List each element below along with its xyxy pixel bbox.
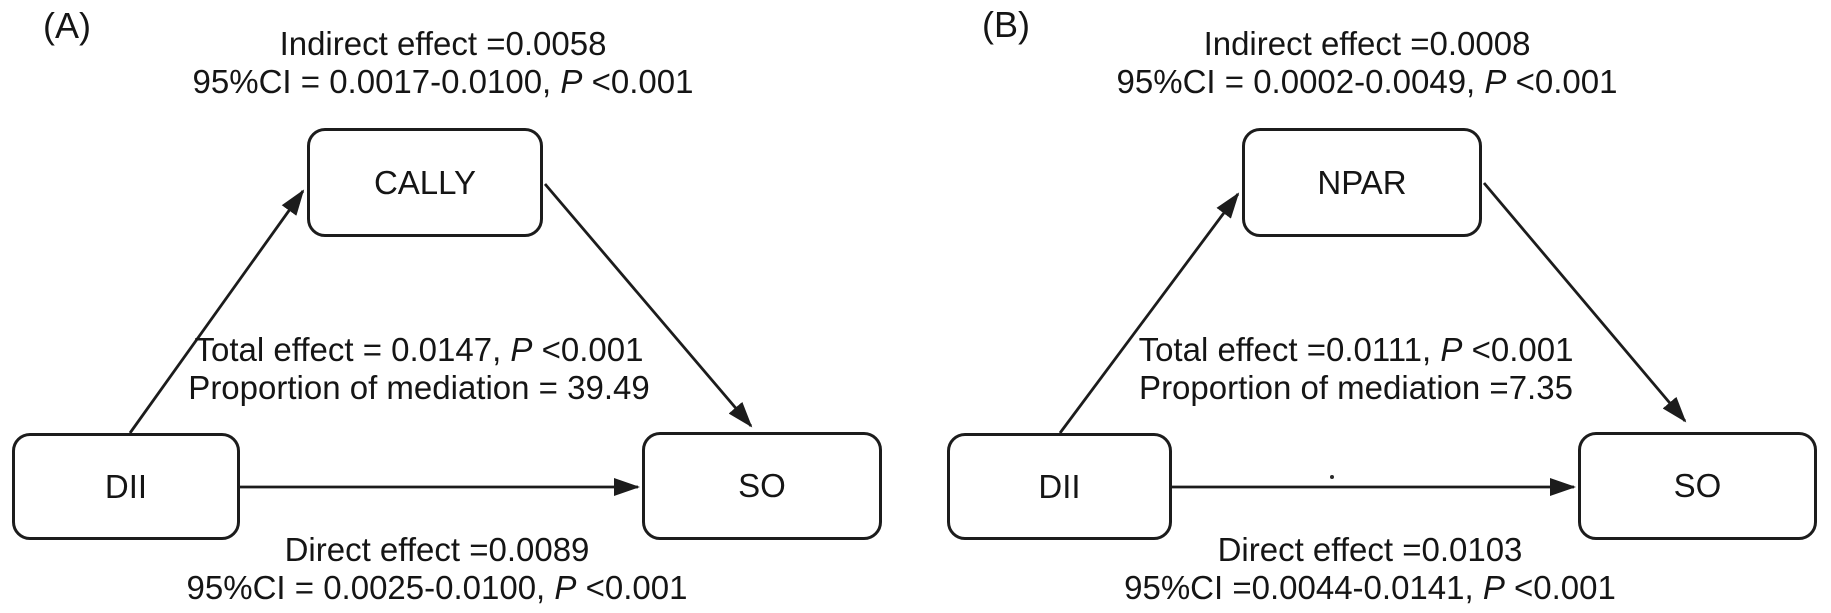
p-value-text: <0.001 bbox=[1504, 569, 1616, 606]
proportion-mediation-line: Proportion of mediation = 39.49 bbox=[188, 369, 650, 406]
exposure-node-b: DII bbox=[947, 433, 1172, 540]
outcome-node-b: SO bbox=[1578, 432, 1817, 540]
p-symbol: P bbox=[554, 569, 577, 606]
ci-text: 95%CI =0.0044-0.0141, bbox=[1124, 569, 1483, 606]
ci-text: 95%CI = 0.0025-0.0100, bbox=[186, 569, 555, 606]
mediator-node-a-label: CALLY bbox=[373, 163, 477, 201]
indirect-effect-line: Indirect effect =0.0058 bbox=[279, 25, 607, 62]
ci-text: 95%CI = 0.0002-0.0049, bbox=[1116, 63, 1485, 100]
total-effect-text: Total effect =0.0111, bbox=[1138, 331, 1441, 368]
p-symbol: P bbox=[1440, 331, 1463, 368]
p-symbol: P bbox=[1484, 63, 1507, 100]
outcome-node-b-label: SO bbox=[1673, 467, 1722, 504]
panel-a-total-caption: Total effect = 0.0147, P <0.001 Proporti… bbox=[188, 331, 649, 407]
total-effect-text: Total effect = 0.0147, bbox=[194, 331, 511, 368]
p-symbol: P bbox=[1482, 569, 1505, 606]
mediator-node-b: NPAR bbox=[1242, 128, 1482, 237]
outcome-node-a-label: SO bbox=[738, 467, 786, 504]
panel-a-direct-caption: Direct effect =0.0089 95%CI = 0.0025-0.0… bbox=[187, 531, 688, 607]
p-symbol: P bbox=[510, 331, 533, 368]
panel-b-label: (B) bbox=[982, 4, 1030, 45]
ci-text: 95%CI = 0.0017-0.0100, bbox=[192, 63, 561, 100]
panel-b-indirect-caption: Indirect effect =0.0008 95%CI = 0.0002-0… bbox=[1117, 25, 1618, 101]
p-value-text: <0.001 bbox=[582, 63, 694, 100]
direct-effect-line: Direct effect =0.0103 bbox=[1217, 531, 1523, 568]
p-value-text: <0.001 bbox=[1462, 331, 1574, 368]
arrow-a-exposure-to-mediator bbox=[128, 189, 305, 434]
stray-dot bbox=[1330, 475, 1334, 479]
panel-a-label: (A) bbox=[43, 5, 91, 46]
indirect-ci-line: 95%CI = 0.0002-0.0049, P <0.001 bbox=[1117, 63, 1618, 101]
outcome-node-a: SO bbox=[642, 432, 882, 540]
p-value-text: <0.001 bbox=[1506, 63, 1618, 100]
total-effect-line: Total effect =0.0111, P <0.001 bbox=[1139, 331, 1574, 369]
mediator-node-b-label: NPAR bbox=[1317, 163, 1407, 201]
arrow-b-exposure-to-mediator bbox=[1058, 192, 1240, 434]
direct-effect-line: Direct effect =0.0089 bbox=[284, 531, 590, 568]
p-value-text: <0.001 bbox=[576, 569, 688, 606]
exposure-node-a: DII bbox=[12, 433, 240, 540]
total-effect-line: Total effect = 0.0147, P <0.001 bbox=[188, 331, 649, 369]
p-value-text: <0.001 bbox=[532, 331, 644, 368]
panel-a-indirect-caption: Indirect effect =0.0058 95%CI = 0.0017-0… bbox=[193, 25, 694, 101]
arrow-b-mediator-to-outcome bbox=[1482, 182, 1687, 423]
panel-b-total-caption: Total effect =0.0111, P <0.001 Proportio… bbox=[1139, 331, 1574, 407]
indirect-effect-line: Indirect effect =0.0008 bbox=[1203, 25, 1531, 62]
exposure-node-b-label: DII bbox=[1038, 467, 1081, 505]
p-symbol: P bbox=[560, 63, 583, 100]
proportion-mediation-line: Proportion of mediation =7.35 bbox=[1139, 369, 1573, 406]
exposure-node-a-label: DII bbox=[104, 467, 148, 505]
mediator-node-a: CALLY bbox=[307, 128, 543, 237]
direct-ci-line: 95%CI =0.0044-0.0141, P <0.001 bbox=[1124, 569, 1616, 607]
panel-b-direct-caption: Direct effect =0.0103 95%CI =0.0044-0.01… bbox=[1124, 531, 1616, 607]
direct-ci-line: 95%CI = 0.0025-0.0100, P <0.001 bbox=[187, 569, 688, 607]
indirect-ci-line: 95%CI = 0.0017-0.0100, P <0.001 bbox=[193, 63, 694, 101]
arrow-a-mediator-to-outcome bbox=[543, 183, 753, 428]
